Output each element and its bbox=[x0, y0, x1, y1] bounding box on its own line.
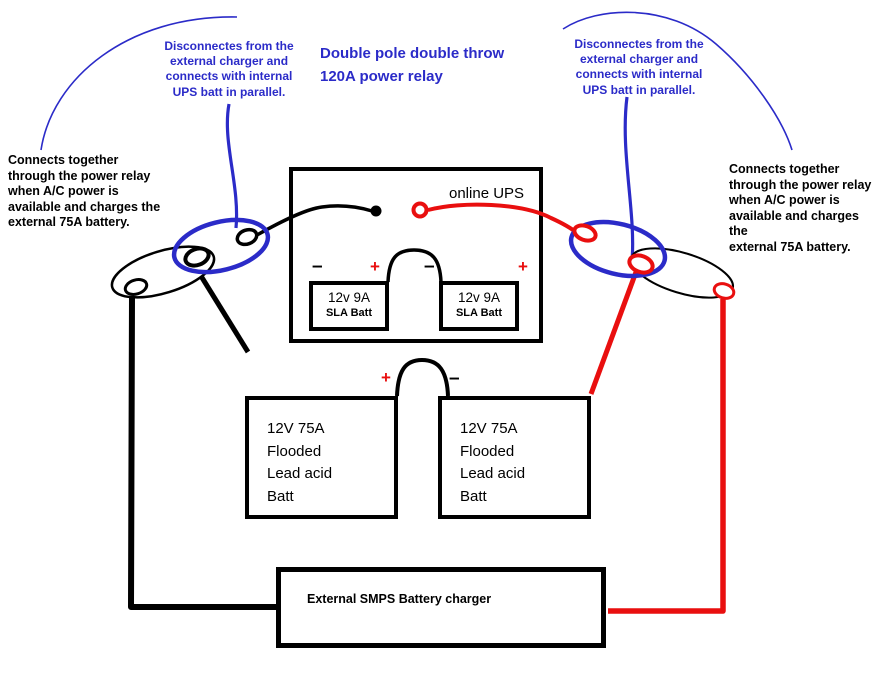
jumper-external-batteries bbox=[395, 357, 450, 397]
callout-right-contact: Connects together through the power rela… bbox=[729, 162, 872, 254]
online-ups-label: online UPS bbox=[449, 185, 525, 202]
charger-label: External SMPS Battery charger bbox=[307, 592, 492, 606]
external-battery-right-box: 12V 75A Flooded Lead acid Batt bbox=[438, 396, 591, 519]
external-battery-left-label: 12V 75A Flooded Lead acid Batt bbox=[267, 420, 333, 505]
callout-line-left bbox=[225, 103, 239, 229]
ups-battery-2-type: SLA Batt bbox=[455, 307, 503, 319]
ups-battery-1-type: SLA Batt bbox=[325, 307, 373, 319]
wire-charger-right bbox=[608, 299, 726, 614]
ups-battery-1-name: 12v 9A bbox=[327, 290, 371, 305]
ups-battery-2-box: 12v 9A SLA Batt bbox=[439, 281, 519, 331]
relay-left-plate bbox=[110, 245, 216, 299]
ups-battery1-minus-terminal: – bbox=[312, 256, 323, 277]
wire-relay-to-battery-left bbox=[198, 274, 251, 354]
callout-left-contact: Connects together through the power rela… bbox=[8, 153, 161, 229]
relay-right-contact-oval bbox=[568, 219, 668, 279]
ups-battery2-plus-terminal: + bbox=[518, 257, 528, 276]
external-battery-left-box: 12V 75A Flooded Lead acid Batt bbox=[245, 396, 398, 519]
online-ups-box bbox=[289, 167, 543, 343]
external-battery-right-label: 12V 75A Flooded Lead acid Batt bbox=[460, 420, 526, 505]
external-battery-minus-terminal: – bbox=[449, 368, 460, 389]
relay-right-contact-hole-2 bbox=[627, 253, 655, 275]
relay-left-contact-hole-1 bbox=[183, 246, 211, 268]
callout-line-right bbox=[623, 96, 635, 262]
wire-relay-to-battery-right bbox=[588, 271, 639, 395]
relay-right-plate bbox=[629, 247, 735, 299]
ups-battery2-minus-terminal: – bbox=[424, 256, 435, 277]
callout-left-relay: Disconnectes from the external charger a… bbox=[164, 39, 294, 99]
ups-battery-1-box: 12v 9A SLA Batt bbox=[309, 281, 389, 331]
ups-battery1-plus-terminal: + bbox=[370, 257, 380, 276]
relay-left-plate-hole bbox=[123, 278, 149, 296]
relay-left-contact-hole-2 bbox=[235, 227, 259, 247]
relay-left-contact-oval bbox=[171, 217, 271, 275]
external-battery-plus-terminal: + bbox=[381, 368, 391, 387]
diagram-title: Double pole double throw 120A power rela… bbox=[320, 45, 505, 86]
ups-battery-2-name: 12v 9A bbox=[457, 290, 501, 305]
callout-right-relay: Disconnectes from the external charger a… bbox=[574, 37, 704, 97]
relay-right-contact-hole-1 bbox=[572, 223, 598, 243]
charger-box: External SMPS Battery charger bbox=[276, 567, 606, 648]
relay-right-plate-hole bbox=[712, 282, 736, 300]
